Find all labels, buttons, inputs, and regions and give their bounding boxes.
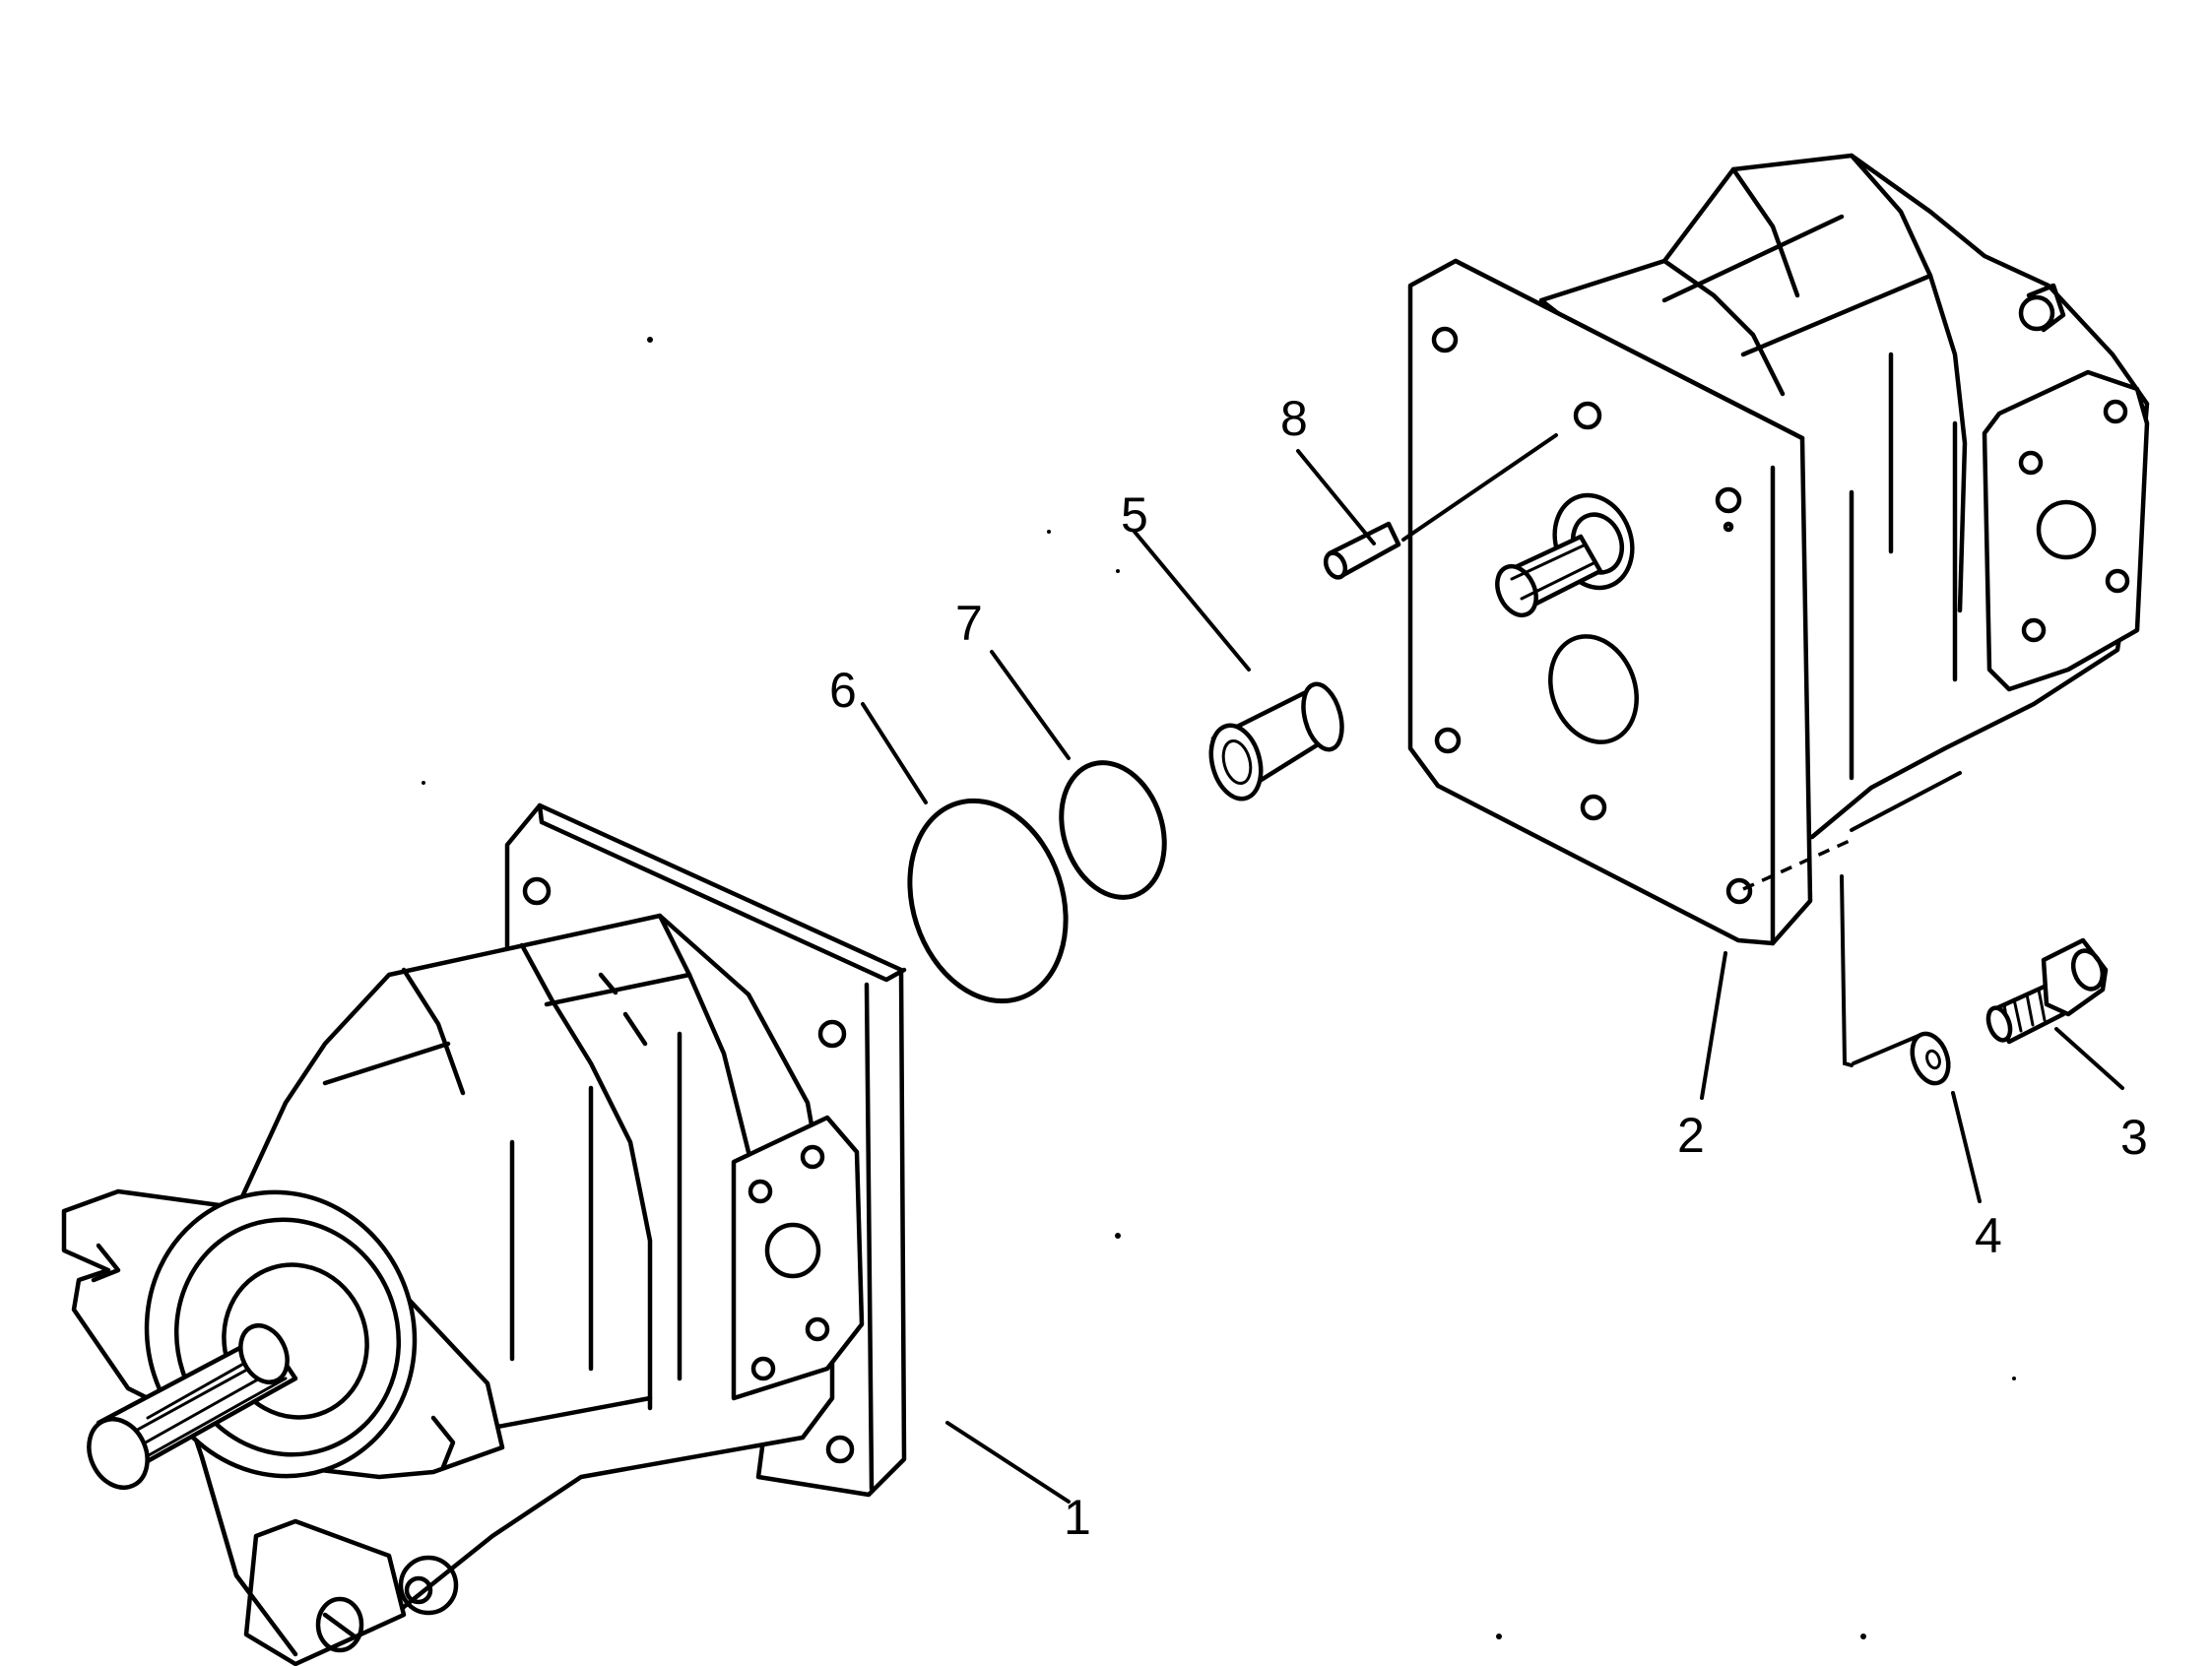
callout-6: 6 [829, 663, 857, 718]
callout-8: 8 [1280, 391, 1308, 446]
rear-pump-assembly [1407, 153, 2150, 946]
callout-1: 1 [1064, 1490, 1091, 1545]
callout-3: 3 [2120, 1110, 2148, 1165]
washer [1910, 1031, 1951, 1086]
spline-coupling [1208, 681, 1344, 801]
o-ring-large [907, 798, 1069, 1004]
bolt [1985, 937, 2109, 1045]
callout-7: 7 [955, 596, 983, 651]
callout-4: 4 [1975, 1208, 2002, 1263]
callout-2: 2 [1677, 1108, 1705, 1163]
dowel-pin [1323, 521, 1401, 580]
callout-5: 5 [1121, 487, 1148, 543]
o-ring-small [1059, 760, 1167, 900]
front-pump-assembly [61, 802, 907, 1666]
